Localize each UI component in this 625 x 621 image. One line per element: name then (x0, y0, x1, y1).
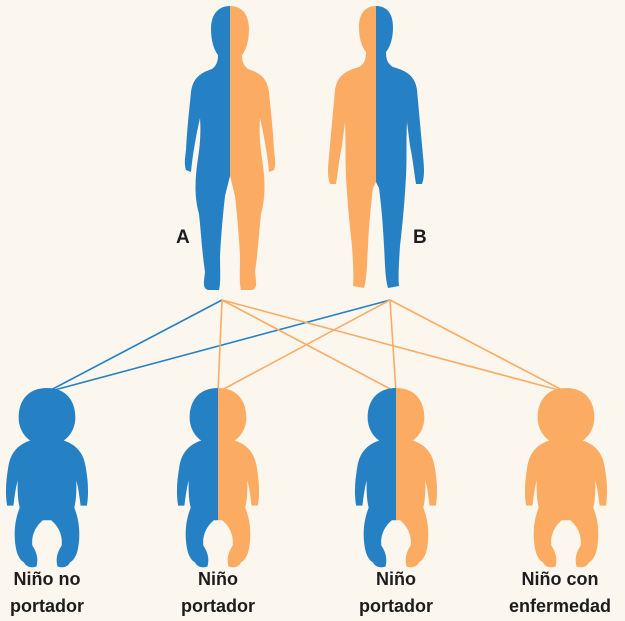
child-1-label-line2: portador (0, 593, 112, 620)
parent-b-label: B (413, 227, 427, 249)
child-4-label-line2: enfermedad (495, 593, 625, 620)
parent-a-figure (185, 6, 275, 290)
child-3-figure (355, 388, 437, 567)
child-4-label-line1: Niño con (495, 566, 625, 593)
line-a-to-child1 (47, 300, 222, 392)
child-3-label: Niño portador (331, 566, 461, 620)
child-4-label: Niño con enfermedad (495, 566, 625, 620)
child-2-label: Niño portador (153, 566, 283, 620)
child-4-figure (525, 388, 607, 567)
child-3-label-line1: Niño (331, 566, 461, 593)
inheritance-lines (47, 300, 566, 392)
line-a-to-child3 (222, 300, 396, 392)
line-b-to-child2 (218, 300, 390, 392)
child-2-label-line2: portador (153, 593, 283, 620)
child-1-label-line1: Niño no (0, 566, 112, 593)
child-1-figure (6, 388, 88, 567)
child-2-label-line1: Niño (153, 566, 283, 593)
parent-b-figure (328, 6, 424, 288)
parent-a-label: A (176, 227, 190, 249)
child-3-label-line2: portador (331, 593, 461, 620)
child-1-label: Niño no portador (0, 566, 112, 620)
line-a-to-child4 (222, 300, 566, 392)
child-2-figure (177, 388, 259, 567)
line-b-to-child4 (390, 300, 566, 392)
